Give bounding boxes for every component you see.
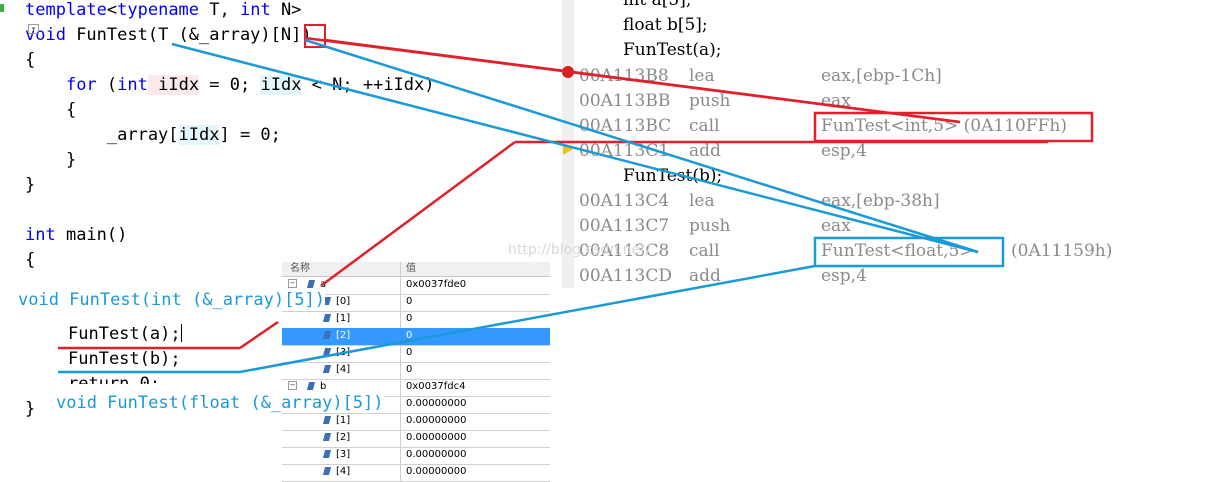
watch-column-separator <box>400 262 401 482</box>
code-line: { <box>25 100 77 120</box>
disassembly-text: FunTest<int,5> (0A110FFh) <box>821 116 1068 136</box>
disassembly-text: esp,4 <box>821 141 867 161</box>
watch-row[interactable]: −b 0x0037fdc4 <box>282 379 550 397</box>
disassembly-text: eax,[ebp-38h] <box>821 191 940 211</box>
expand-toggle-icon[interactable]: − <box>288 381 297 390</box>
watch-row[interactable]: [3] 0.00000000 <box>282 447 550 465</box>
watch-value: 0 <box>406 330 413 341</box>
call-a-line: FunTest(a); <box>68 324 182 344</box>
int-signature-annotation: void FunTest(int (&_array)[5]) <box>18 290 326 310</box>
watch-value: 0 <box>406 347 413 358</box>
red-box-int-call <box>813 111 1094 143</box>
watch-row[interactable]: [1] 0.00000000 <box>282 413 550 431</box>
watch-row[interactable]: [4] 0 <box>282 362 550 380</box>
disassembly-text: FunTest(a); <box>623 40 722 60</box>
disassembly-text: lea <box>689 191 715 211</box>
disassembly-text: 00A113BB <box>579 91 671 111</box>
code-line: for (int iIdx = 0; iIdx < N; ++iIdx) <box>65 75 435 95</box>
watch-value: 0.00000000 <box>406 466 467 477</box>
red-box-N <box>304 24 326 48</box>
watch-name: [4] <box>322 364 350 375</box>
watch-row[interactable]: [2] 0 <box>282 328 550 346</box>
watch-value: 0 <box>406 313 413 324</box>
disassembly-text: FunTest(b); <box>623 166 723 186</box>
watch-value: 0x0037fdc4 <box>406 381 466 392</box>
watch-name: [4] <box>322 466 350 477</box>
float-signature-annotation: void FunTest(float (&_array)[5]) <box>56 393 384 413</box>
watch-value: 0 <box>406 364 413 375</box>
expand-toggle-icon[interactable]: − <box>288 279 297 288</box>
disassembly-text: 00A113C8 <box>579 241 670 261</box>
disassembly-text: 00A113C7 <box>579 216 670 236</box>
watch-name: [1] <box>322 313 350 324</box>
call-b-line: FunTest(b); <box>68 349 181 369</box>
code-line: _array[iIdx] = 0; <box>25 125 281 145</box>
watch-value: 0.00000000 <box>406 398 467 409</box>
disassembly-text: int a[5]; <box>623 0 692 10</box>
blue-line-2 <box>304 38 979 254</box>
watch-name: [2] <box>322 330 350 341</box>
code-line: template<typename T, int N> <box>25 0 302 20</box>
disassembly-text: eax <box>821 216 851 236</box>
disassembly-text: call <box>689 116 720 136</box>
main-close-brace: } <box>25 399 36 419</box>
watch-header-value: 值 <box>406 263 416 274</box>
code-line: } <box>25 150 77 170</box>
disassembly-text: push <box>689 91 731 111</box>
current-line-arrow-icon <box>563 143 573 155</box>
watch-name: [3] <box>322 449 350 460</box>
disassembly-text: 00A113BC <box>579 116 672 136</box>
watch-value: 0.00000000 <box>406 415 467 426</box>
disassembly-text: call <box>689 241 720 261</box>
watermark: http://blog.csdn.net/ <box>508 242 651 258</box>
blue-line-1 <box>171 42 979 254</box>
return-line: return 0; <box>68 374 161 384</box>
code-line: int main() <box>25 225 128 245</box>
disassembly-text: esp,4 <box>821 266 867 286</box>
disassembly-text: eax,[ebp-1Ch] <box>821 66 942 86</box>
disassembly-text: push <box>689 216 731 236</box>
blue-box-float-call <box>813 236 1005 268</box>
red-line-5 <box>239 320 279 350</box>
code-line: { <box>25 50 36 70</box>
disassembly-text: lea <box>689 66 715 86</box>
disassembly-text: FunTest<float,5> <box>821 241 974 261</box>
watch-header-name: 名称 <box>290 263 310 274</box>
disassembly-text: float b[5]; <box>623 15 708 35</box>
disassembly-text: (0A11159h) <box>1011 241 1113 261</box>
disassembly-text: 00A113C4 <box>579 191 670 211</box>
watch-value: 0 <box>406 296 413 307</box>
watch-name: [1] <box>322 415 350 426</box>
blue-line-3 <box>239 264 816 374</box>
disassembly-text: 00A113CD <box>579 266 672 286</box>
watch-name: b <box>306 381 326 392</box>
watch-row[interactable]: [2] 0.00000000 <box>282 430 550 448</box>
collapse-icon[interactable]: ▾ <box>28 24 39 34</box>
watch-name: [0] <box>322 296 350 307</box>
disassembly-text: add <box>689 141 721 161</box>
watch-value: 0.00000000 <box>406 449 467 460</box>
disassembly-text: add <box>689 266 721 286</box>
watch-value: 0.00000000 <box>406 432 467 443</box>
watch-value: 0x0037fde0 <box>406 279 467 290</box>
red-line-2 <box>324 38 961 124</box>
bookmark-marker <box>0 4 4 12</box>
code-line: { <box>25 250 36 270</box>
watch-name: [2] <box>322 432 350 443</box>
code-line: } <box>25 175 36 195</box>
red-line-4 <box>321 140 516 287</box>
code-line: void FunTest(T (&_array)[N]) <box>25 25 312 45</box>
watch-row[interactable]: [0] 0 <box>282 294 550 312</box>
